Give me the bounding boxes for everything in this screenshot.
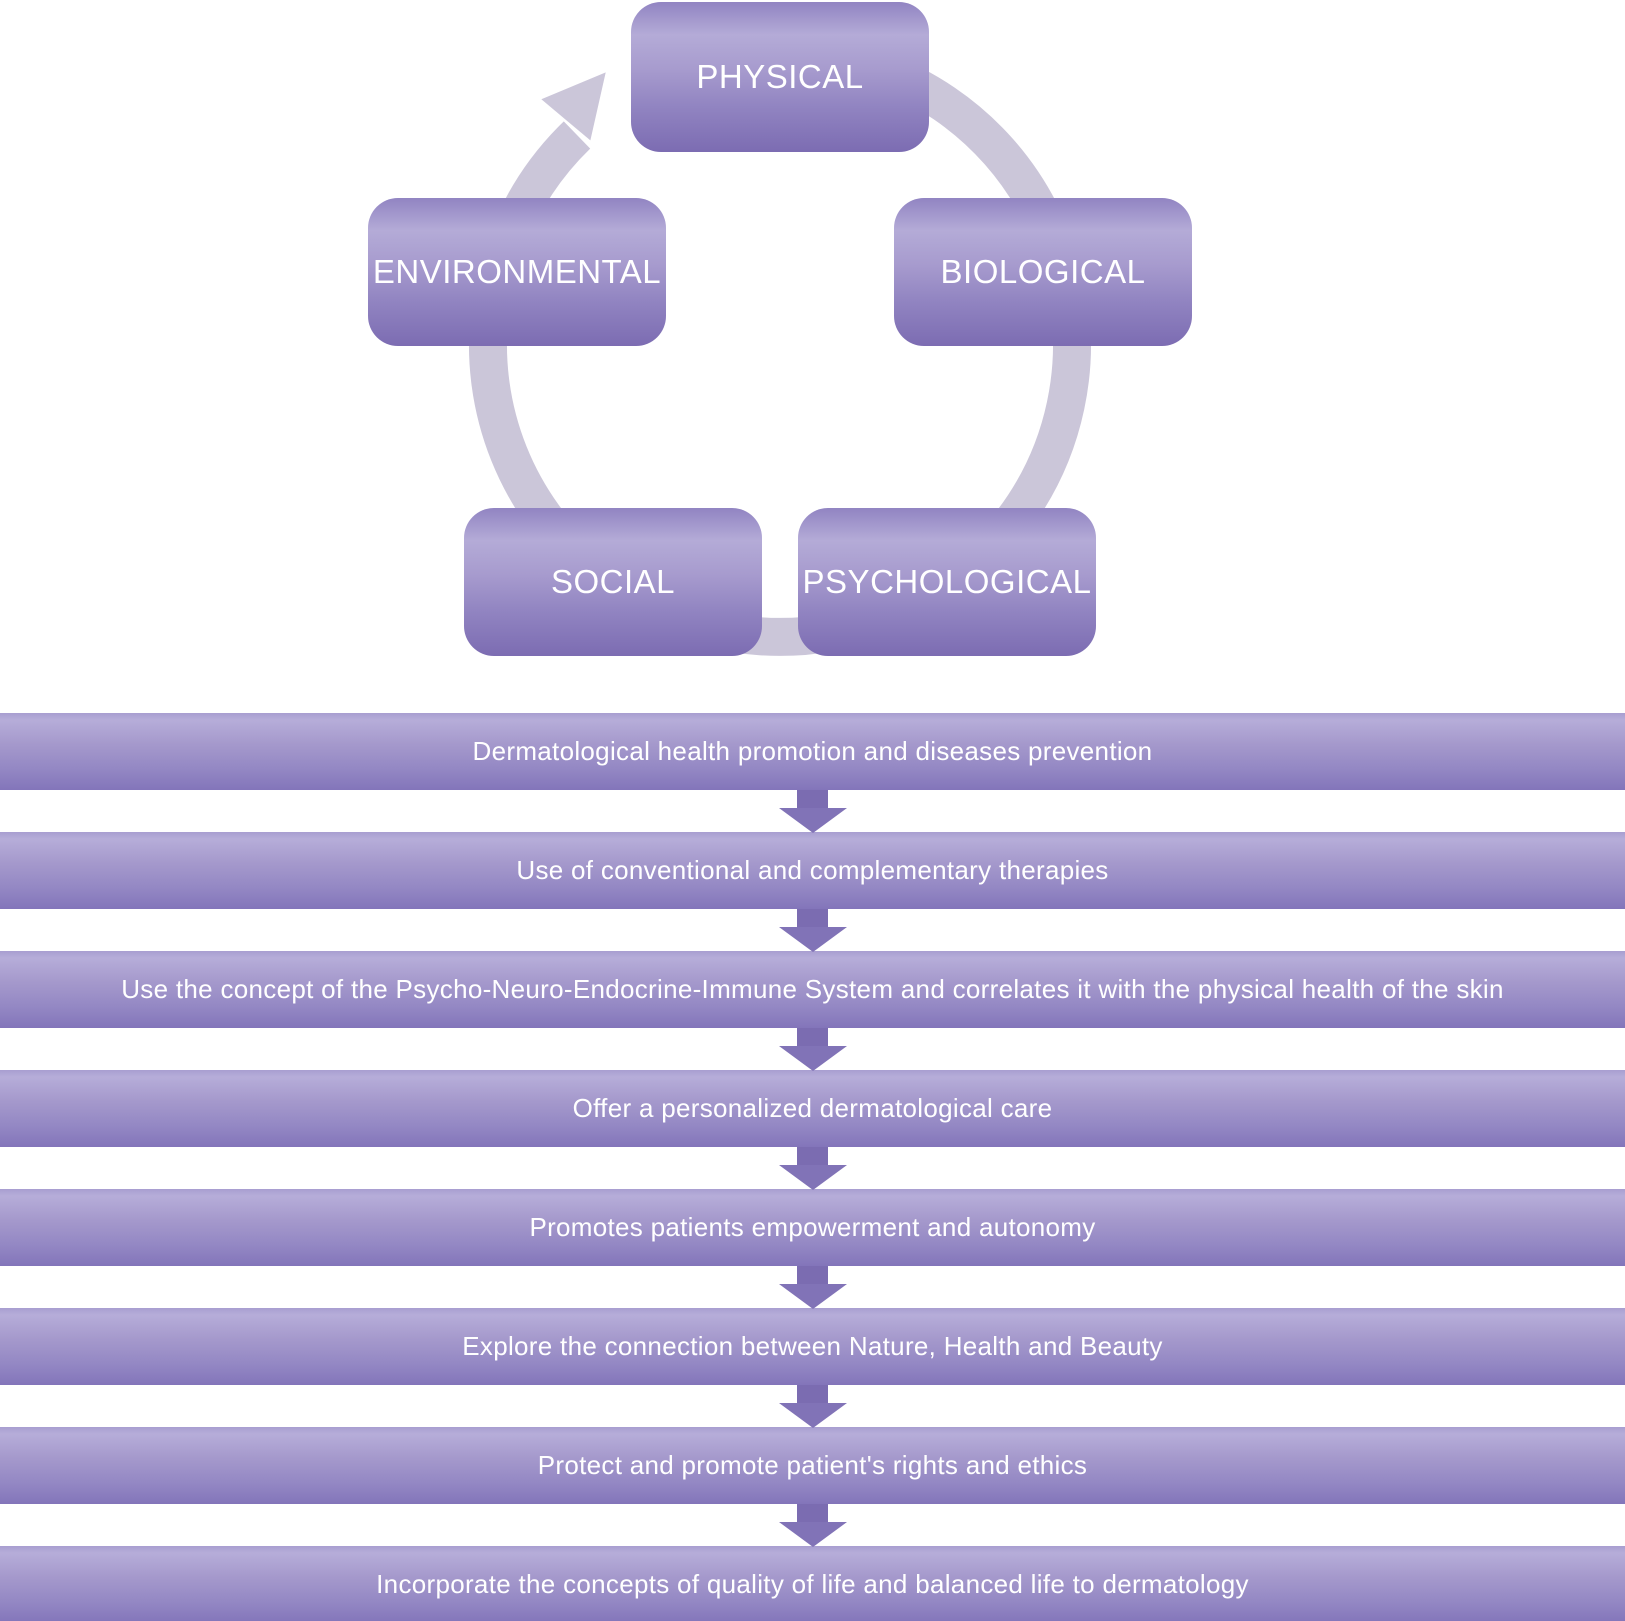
flow-step-bar: Dermatological health promotion and dise… [0, 713, 1625, 790]
down-arrow-icon [0, 1028, 1625, 1071]
flow-step-label: Offer a personalized dermatological care [572, 1093, 1053, 1123]
down-arrow-icon [0, 1266, 1625, 1309]
flow-step-label: Use of conventional and complementary th… [516, 855, 1109, 885]
flow-step-label: Promotes patients empowerment and autono… [529, 1212, 1096, 1242]
down-arrow-icon [0, 1385, 1625, 1428]
cycle-node-psychological: PSYCHOLOGICAL [798, 508, 1096, 656]
flow-step-bar: Protect and promote patient's rights and… [0, 1427, 1625, 1504]
cycle-node-label: BIOLOGICAL [940, 253, 1146, 290]
flow-step-label: Use the concept of the Psycho-Neuro-Endo… [121, 974, 1504, 1004]
flow-step-bar: Offer a personalized dermatological care [0, 1070, 1625, 1147]
flow-step-label: Incorporate the concepts of quality of l… [376, 1569, 1249, 1599]
wellbeing-cycle-diagram: PHYSICAL ENVIRONMENTAL BIOLOGICAL SOCIAL… [0, 0, 1625, 713]
down-arrow-icon [0, 790, 1625, 833]
cycle-arrowhead-icon [541, 72, 606, 141]
flow-step-label: Protect and promote patient's rights and… [537, 1450, 1088, 1480]
cycle-node-label: SOCIAL [550, 563, 676, 600]
down-arrow-icon [0, 1504, 1625, 1547]
cycle-node-social: SOCIAL [464, 508, 762, 656]
down-arrow-icon [0, 1147, 1625, 1190]
cycle-node-label: ENVIRONMENTAL [372, 253, 662, 290]
principles-flow: Dermatological health promotion and dise… [0, 713, 1625, 1621]
flow-step-label: Explore the connection between Nature, H… [462, 1331, 1163, 1361]
flow-step-bar: Explore the connection between Nature, H… [0, 1308, 1625, 1385]
down-arrow-icon [0, 909, 1625, 952]
cycle-node-biological: BIOLOGICAL [894, 198, 1192, 346]
flow-step-bar: Use the concept of the Psycho-Neuro-Endo… [0, 951, 1625, 1028]
flow-step-bar: Incorporate the concepts of quality of l… [0, 1546, 1625, 1621]
flow-step-label: Dermatological health promotion and dise… [472, 736, 1153, 766]
flow-step-bar: Promotes patients empowerment and autono… [0, 1189, 1625, 1266]
cycle-node-label: PSYCHOLOGICAL [802, 563, 1092, 600]
cycle-node-physical: PHYSICAL [631, 2, 929, 152]
cycle-node-label: PHYSICAL [696, 58, 864, 95]
cycle-node-environmental: ENVIRONMENTAL [368, 198, 666, 346]
flow-step-bar: Use of conventional and complementary th… [0, 832, 1625, 909]
